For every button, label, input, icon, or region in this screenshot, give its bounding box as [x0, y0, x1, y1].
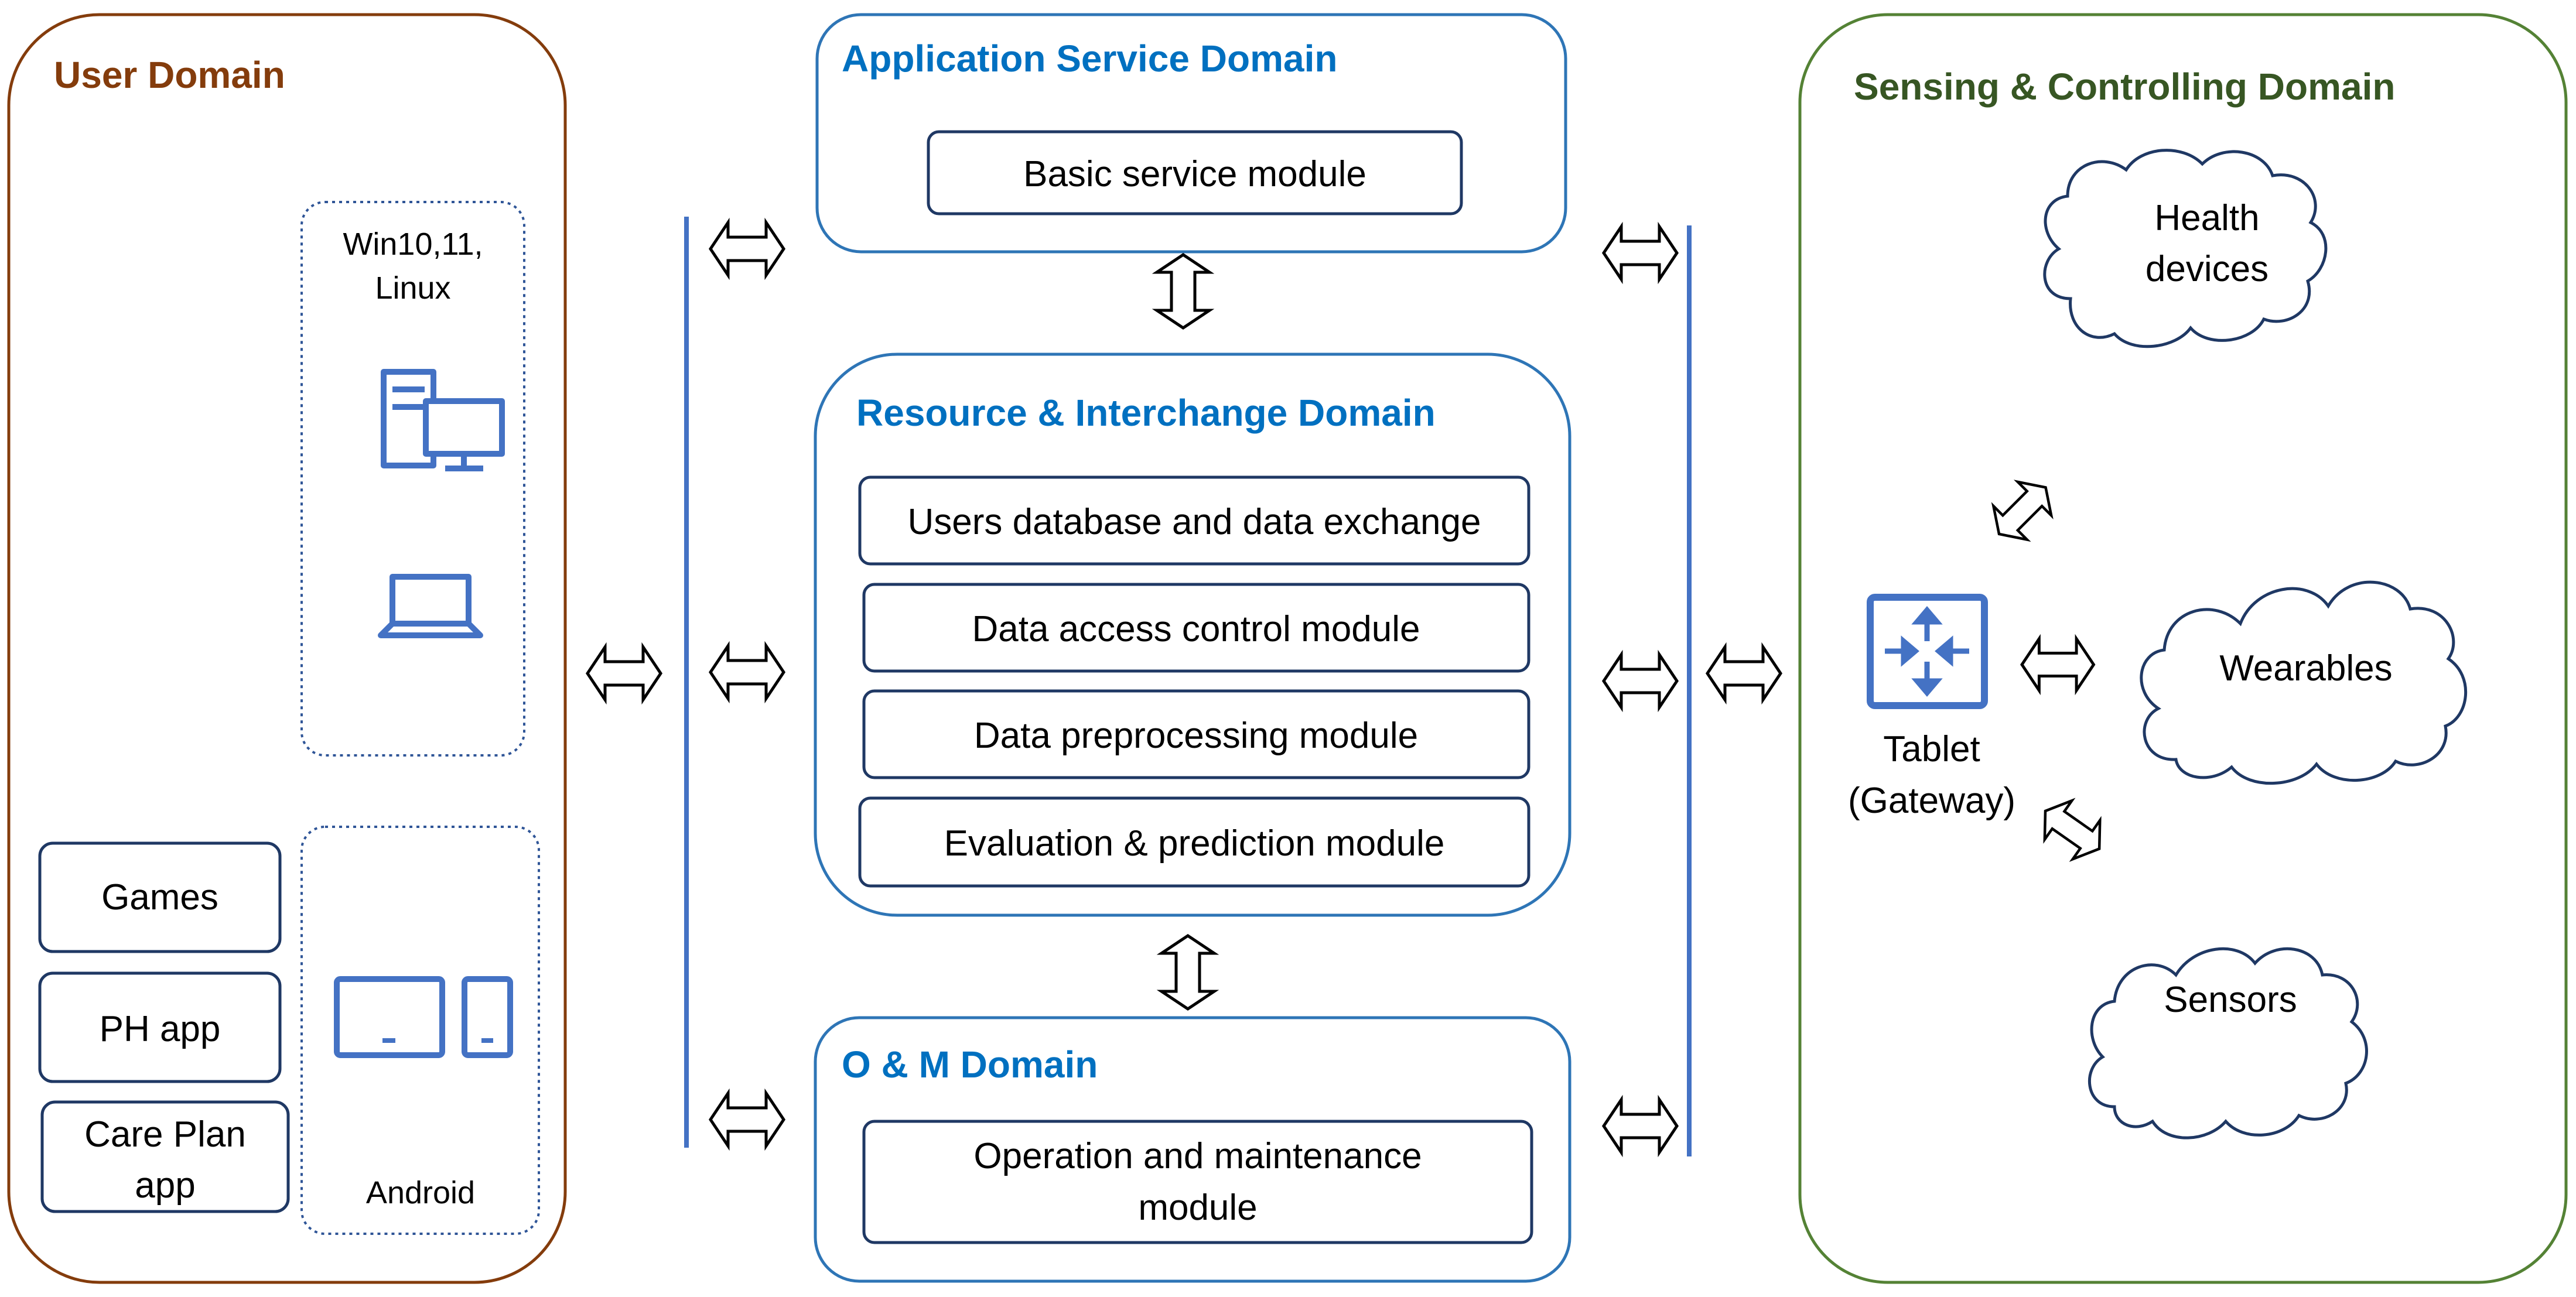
cloud-label-line1: Wearables	[2219, 648, 2392, 689]
desktop-computer-icon	[381, 369, 505, 471]
double-arrow-gateway-wearables	[2022, 639, 2094, 690]
app-ph-label: PH app	[100, 1009, 221, 1049]
app-care-plan-line2: app	[135, 1165, 195, 1206]
gateway-label-line1: Tablet	[1883, 729, 1980, 769]
app-ph[interactable]: PH app	[38, 971, 282, 1083]
cloud-shape	[2088, 947, 2368, 1139]
module-evaluation-prediction-label: Evaluation & prediction module	[944, 823, 1445, 864]
module-users-database[interactable]: Users database and data exchange	[858, 475, 1530, 566]
module-data-access-control[interactable]: Data access control module	[862, 583, 1530, 673]
double-arrow-user-bus	[587, 647, 661, 700]
module-basic-service-box	[927, 130, 1463, 215]
double-arrow-gateway-sensors	[2032, 792, 2113, 868]
module-data-access-control-box	[862, 583, 1530, 673]
app-games-box	[38, 841, 282, 953]
module-data-preprocessing-box	[862, 689, 1530, 779]
cloud-sensors: Sensors	[2088, 947, 2368, 1139]
user-domain-frame	[7, 13, 567, 1284]
gateway-label-line2: (Gateway)	[1848, 781, 2015, 821]
double-arrow-bus-appservice	[710, 223, 784, 275]
resource-interchange-domain-title: Resource & Interchange Domain	[856, 392, 1436, 434]
sensing-controlling-domain: Sensing & Controlling Domain Tablet (Gat…	[1798, 13, 2568, 1284]
os-label-line2: Linux	[375, 271, 450, 306]
double-arrow-om-bus	[1604, 1100, 1677, 1152]
cloud-label-line1: Health	[2154, 198, 2259, 238]
app-games[interactable]: Games	[38, 841, 282, 953]
module-basic-service[interactable]: Basic service module	[927, 130, 1463, 215]
user-domain: User Domain Win10,11, Linux Games	[7, 13, 567, 1284]
module-evaluation-prediction[interactable]: Evaluation & prediction module	[858, 796, 1530, 888]
cloud-label-line1: Sensors	[2164, 980, 2297, 1020]
tablet-icon	[334, 976, 445, 1058]
cloud-wearables: Wearables	[2140, 580, 2468, 785]
double-arrow-appservice-bus	[1604, 227, 1677, 279]
router-gateway-icon	[1867, 594, 1988, 709]
double-arrow-resource-bus	[1604, 655, 1677, 707]
application-service-domain: Application Service Domain Basic service…	[815, 13, 1567, 254]
mobile-os-group: Android	[300, 826, 540, 1235]
desktop-os-group: Win10,11, Linux	[300, 201, 525, 757]
module-data-preprocessing[interactable]: Data preprocessing module	[862, 689, 1530, 779]
cloud-shape	[2043, 149, 2328, 348]
module-data-preprocessing-label: Data preprocessing module	[974, 716, 1418, 756]
mobile-os-group-frame	[300, 826, 540, 1235]
cloud-label-line2: devices	[2145, 249, 2268, 289]
laptop-icon	[378, 574, 483, 638]
app-care-plan-box	[40, 1100, 290, 1213]
module-operation-maintenance-line2: module	[1138, 1188, 1257, 1228]
module-users-database-box	[858, 475, 1530, 566]
om-domain: O & M Domain Operation and maintenance m…	[814, 1016, 1571, 1283]
module-users-database-label: Users database and data exchange	[908, 502, 1481, 542]
module-operation-maintenance[interactable]: Operation and maintenance module	[862, 1120, 1533, 1244]
app-care-plan[interactable]: Care Plan app	[40, 1100, 290, 1213]
module-operation-maintenance-box	[862, 1120, 1533, 1244]
cloud-shape	[2140, 580, 2468, 785]
module-evaluation-prediction-box	[858, 796, 1530, 888]
android-label: Android	[366, 1175, 475, 1210]
app-games-label: Games	[101, 877, 218, 918]
user-domain-title: User Domain	[54, 54, 285, 96]
module-data-access-control-label: Data access control module	[972, 609, 1420, 649]
double-arrow-bus-resource	[710, 646, 784, 699]
app-care-plan-line1: Care Plan	[84, 1114, 246, 1155]
double-arrow-bus-sensing	[1707, 647, 1781, 700]
resource-interchange-domain: Resource & Interchange Domain Users data…	[814, 353, 1571, 917]
double-arrow-bus-om	[710, 1093, 784, 1146]
module-operation-maintenance-line1: Operation and maintenance	[973, 1136, 1422, 1176]
sensing-controlling-domain-frame	[1798, 13, 2568, 1284]
desktop-os-group-frame	[300, 201, 525, 757]
module-basic-service-label: Basic service module	[1023, 154, 1366, 194]
os-label-line1: Win10,11,	[343, 227, 483, 262]
cloud-health-devices: Health devices	[2043, 149, 2328, 348]
double-arrow-resource-om	[1161, 936, 1214, 1009]
om-domain-title: O & M Domain	[842, 1043, 1098, 1086]
double-arrow-appservice-resource	[1157, 255, 1210, 328]
phone-icon	[462, 976, 513, 1058]
double-arrow-gateway-health	[1982, 471, 2062, 551]
sensing-controlling-domain-title: Sensing & Controlling Domain	[1854, 66, 2395, 108]
app-ph-box	[38, 971, 282, 1083]
application-service-domain-title: Application Service Domain	[842, 37, 1337, 80]
